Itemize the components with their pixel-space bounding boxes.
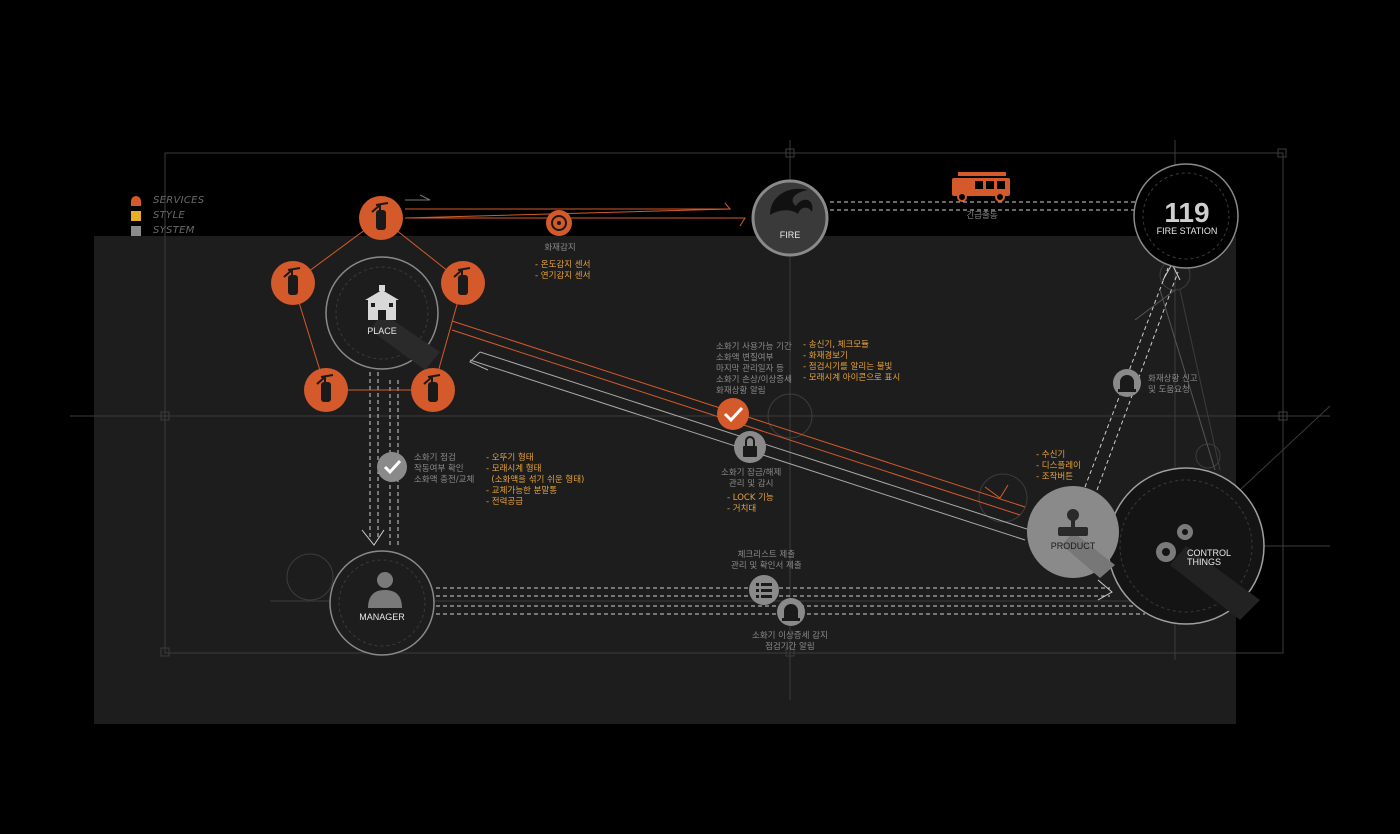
extinguisher-bottom-left[interactable] <box>304 368 348 412</box>
place-cluster: PLACE <box>271 196 485 412</box>
fire-node[interactable]: FIRE <box>751 179 829 257</box>
siren-icon-alarm <box>777 598 805 626</box>
extinguisher-left[interactable] <box>271 261 315 305</box>
emergency-label: 긴급출동 <box>966 211 998 221</box>
siren-icon-report <box>1113 369 1141 397</box>
lock-gray-notes: 소화기 잠금/해제 관리 및 감시 <box>721 468 782 489</box>
fire-truck-icon <box>952 172 1010 202</box>
extinguisher-top[interactable] <box>359 196 403 240</box>
fire-station-number: 119 <box>1164 197 1209 228</box>
lock-icon <box>734 431 766 463</box>
checklist-notes: 체크리스트 제출 관리 및 확인서 제출 <box>731 550 802 571</box>
product-orange-notes: - 수신기 - 디스플레이 - 조작버튼 <box>1036 450 1081 482</box>
background-panel <box>94 236 1236 724</box>
legend: SERVICES STYLE SYSTEM <box>131 193 204 238</box>
list-icon <box>749 575 779 605</box>
manager-label: MANAGER <box>359 612 405 622</box>
check-orange-notes: - 오뚜기 형태 - 모래시계 형태 (소화액을 섞기 쉬운 형태) - 교체가… <box>486 453 585 507</box>
fire-station-node[interactable]: 119 FIRE STATION <box>1133 163 1239 269</box>
alarm-notes: 소화기 이상증세 감지 점검기간 알림 <box>752 631 828 652</box>
extinguisher-bottom-right[interactable] <box>411 368 455 412</box>
extinguisher-right[interactable] <box>441 261 485 305</box>
fire-label: FIRE <box>780 230 801 240</box>
lock-orange-notes: - LOCK 기능 - 거치대 <box>727 493 774 514</box>
report-notes: 화재상황 신고 및 도움요청 <box>1148 374 1198 395</box>
check-gray-notes: 소화기 점검 작동여부 확인 소화액 충전/교체 <box>414 453 475 485</box>
building-icon <box>365 285 399 320</box>
place-label: PLACE <box>367 326 397 336</box>
product-label: PRODUCT <box>1051 541 1096 551</box>
control-label-1: CONTROL <box>1187 548 1231 558</box>
product-node[interactable]: PRODUCT <box>1027 486 1119 578</box>
middle-gray-notes: 소화기 사용가능 기간 소화액 변질여부 마지막 관리일자 등 소화기 손상/이… <box>716 342 792 396</box>
middle-orange-notes: - 송신기, 체크모듈 - 화재경보기 - 점검시기를 알리는 불빛 - 모래시… <box>803 340 901 383</box>
services-icon <box>131 195 141 206</box>
check-icon-middle <box>717 398 749 430</box>
check-icon-left <box>377 452 407 482</box>
manager-node[interactable]: MANAGER <box>329 550 435 656</box>
person-icon <box>368 572 402 608</box>
flame-icon <box>770 188 813 215</box>
fire-detect-items: - 온도감지 센서 - 연기감지 센서 <box>535 260 591 281</box>
control-things-node[interactable]: CONTROL THINGS <box>1107 467 1265 625</box>
legend-item-services: SERVICES <box>131 193 204 208</box>
joystick-icon <box>1058 509 1088 536</box>
legend-item-style: STYLE <box>131 208 204 223</box>
fire-station-label: FIRE STATION <box>1157 226 1218 236</box>
sensor-icon <box>546 210 572 236</box>
control-label-2: THINGS <box>1187 557 1221 567</box>
fire-detect-label: 화재감지 <box>544 243 576 253</box>
legend-item-system: SYSTEM <box>131 223 204 238</box>
gear-icon <box>1156 524 1193 562</box>
